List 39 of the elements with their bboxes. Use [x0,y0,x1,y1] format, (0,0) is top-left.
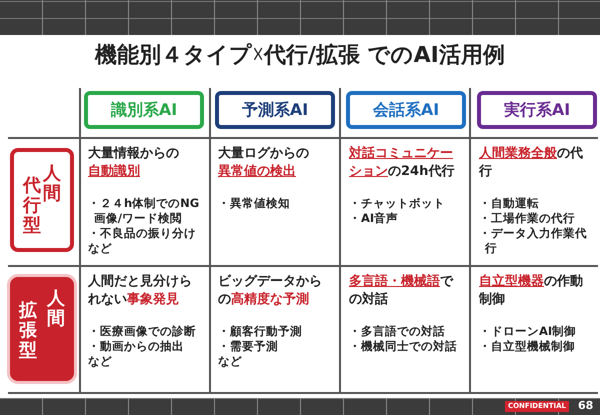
title: 機能別４タイプ☓代行/拡張 でのAI活用例 [94,42,506,70]
bullet-item: ・需要予測 [218,339,279,354]
bullet-item: ・動画からの抽出 [88,339,185,354]
bullet-item: ・自立型機械制御 [479,339,576,354]
bullet-item: ・機械同士での対話 [349,339,458,354]
bullet-item: ・チャットボット [349,196,446,211]
bullet-item: ・ドローンAI制御 [479,324,578,339]
bullet-item: ・医療画像での診断 [88,324,197,339]
bullet-item: ・異常値検知 [218,196,291,211]
column-header: 実行系AI [477,91,597,129]
cell-heading: 人間だと見分けられない事象発見 [88,273,193,309]
column-header: 識別系AI [84,91,204,129]
cell-heading: 多言語・機械語での対話 [349,273,454,309]
row-label: 人間 [42,164,62,204]
note-text: など [218,354,243,369]
row-label: 拡張型 [18,301,38,361]
row-label: 人間 [46,289,66,329]
bullet-item: ・AI音声 [349,211,400,226]
bullet-item: ・２４h体制でのNG画像/ワード検閲 [88,196,200,226]
bullet-item: ・自動運転 [479,196,540,211]
cell-heading: 大量情報からの自動識別 [88,145,180,181]
bullet-item: ・データ入力作業代行 [479,226,588,256]
cell-heading: ビッグデータからの高精度な予測 [218,273,323,309]
bullet-item: ・多言語での対話 [349,324,446,339]
row-label: 代行型 [22,176,42,236]
bullet-item: ・工場作業の代行 [479,211,576,226]
bullet-item: ・不良品の振り分け [88,226,197,241]
note-text: など [88,241,113,256]
bullet-item: ・顧客行動予測 [218,324,303,339]
column-header: 会話系AI [346,91,466,129]
cell-heading: 対話コミュニケーションの24h代行 [349,145,456,181]
row-header-box [10,148,74,252]
cell-heading: 人間業務全般の代行 [479,145,584,181]
column-header: 予測系AI [215,91,335,129]
page-number: 68 [578,399,594,413]
cell-heading: 大量ログからの異常値の検出 [218,145,310,181]
cell-heading: 自立型機器の作動制御 [479,273,584,309]
note-text: など [88,354,113,369]
row-header-box [10,277,74,381]
